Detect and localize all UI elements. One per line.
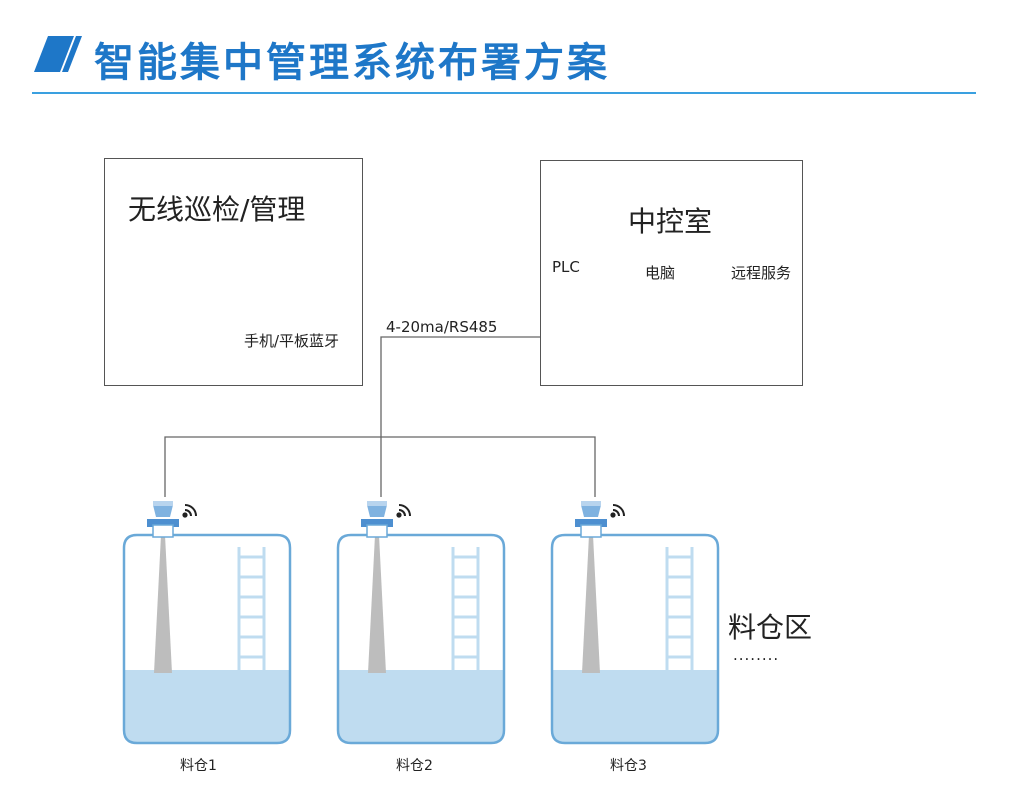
link-label: 4-20ma/RS485 bbox=[386, 318, 498, 336]
silo-area-label: 料仓区 bbox=[728, 611, 813, 644]
device-label: 手机/平板蓝牙 bbox=[244, 332, 340, 350]
silo-label-1: 料仓1 bbox=[180, 758, 217, 774]
mobile-inspection-title: 无线巡检/管理 bbox=[128, 193, 306, 226]
silo-tank-1 bbox=[122, 499, 292, 745]
plc-label: PLC bbox=[552, 258, 580, 276]
page-title: 智能集中管理系统布署方案 bbox=[94, 40, 610, 86]
title-divider bbox=[32, 92, 976, 94]
computer-label: 电脑 bbox=[645, 264, 676, 282]
silo-area-ellipsis: ........ bbox=[733, 646, 780, 664]
control-room-title: 中控室 bbox=[628, 205, 713, 238]
title-slash-icon bbox=[34, 36, 82, 72]
header: 智能集中管理系统布署方案 bbox=[32, 26, 976, 96]
remote-service-label: 远程服务 bbox=[731, 264, 792, 282]
connection-lines bbox=[164, 336, 596, 497]
silo-tank-3 bbox=[550, 499, 720, 745]
silo-label-2: 料仓2 bbox=[396, 758, 433, 774]
control-room-box bbox=[540, 160, 803, 386]
silo-label-3: 料仓3 bbox=[610, 758, 647, 774]
silo-tank-2 bbox=[336, 499, 506, 745]
mobile-inspection-box bbox=[104, 158, 363, 386]
